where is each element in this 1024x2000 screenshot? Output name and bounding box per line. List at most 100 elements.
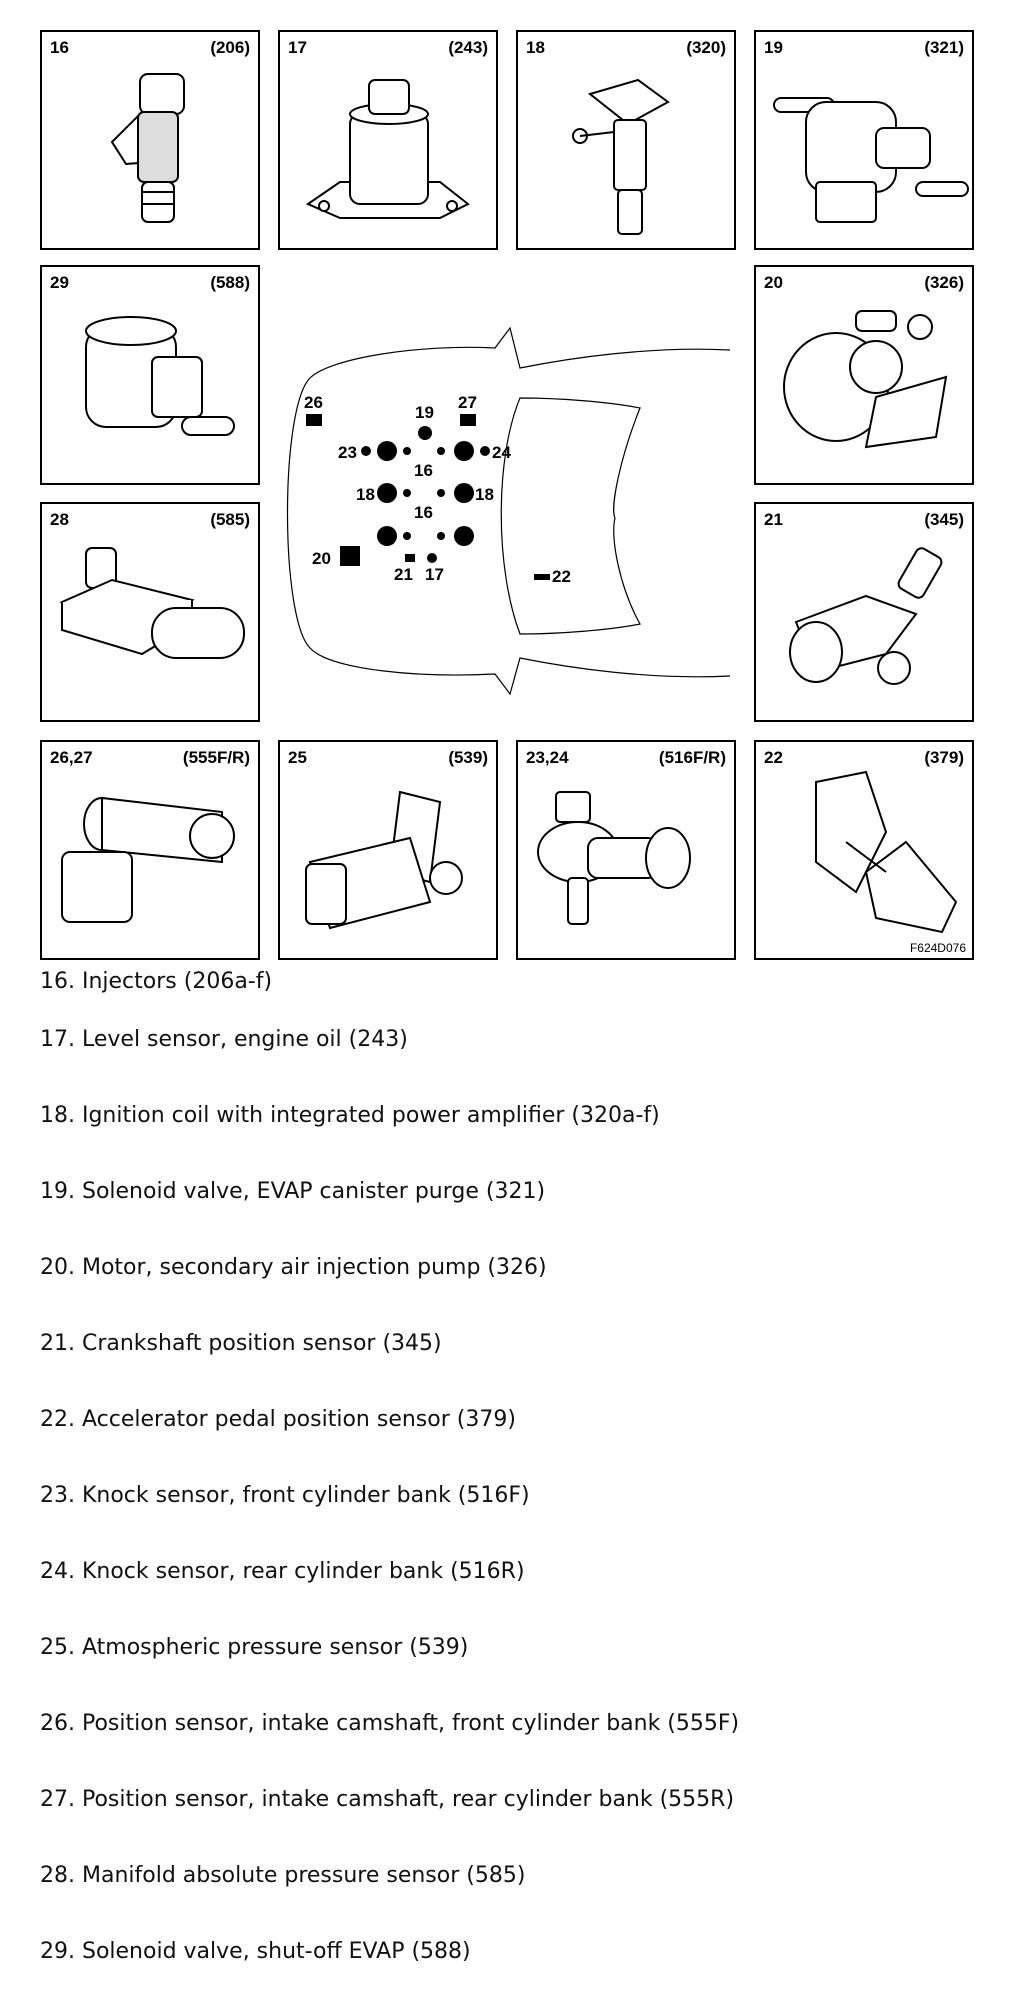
legend-item: 27. Position sensor, intake camshaft, re… <box>40 1787 735 1812</box>
component-number: 29 <box>50 273 69 292</box>
car-location-diagram: 26 19 27 23 24 16 18 18 16 20 21 17 22 <box>286 326 731 696</box>
component-number: 18 <box>526 38 545 57</box>
marker-24 <box>480 446 490 456</box>
pressure-sensor-icon <box>305 790 463 930</box>
component-code: (345) <box>924 510 964 529</box>
component-code: (320) <box>686 38 726 57</box>
windshield-outline <box>500 397 641 635</box>
purge-valve-icon <box>773 97 969 223</box>
marker-18-front <box>377 483 397 503</box>
component-number: 28 <box>50 510 69 529</box>
accelerator-pedal-icon <box>815 770 958 934</box>
component-code: (326) <box>924 273 964 292</box>
legend-item: 28. Manifold absolute pressure sensor (5… <box>40 1863 526 1888</box>
component-number: 16 <box>50 38 69 57</box>
component-code: (516F/R) <box>658 748 726 767</box>
marker-16-front-2 <box>377 526 397 546</box>
legend-item: 19. Solenoid valve, EVAP canister purge … <box>40 1179 546 1204</box>
component-code: (206) <box>210 38 250 57</box>
legend-item: 25. Atmospheric pressure sensor (539) <box>40 1635 469 1660</box>
marker-small-2 <box>437 447 445 455</box>
camshaft-sensor-icon <box>61 796 235 923</box>
component-box-22: 22 (379) F624D076 <box>754 740 974 960</box>
oil-level-sensor-icon <box>305 79 470 219</box>
component-number: 25 <box>288 748 307 767</box>
diagram-label-18-rear: 18 <box>475 485 494 504</box>
component-box-29: 29 (588) <box>40 265 260 485</box>
component-box-19: 19 (321) <box>754 30 974 250</box>
diagram-label-24: 24 <box>492 443 511 462</box>
marker-21 <box>405 554 415 562</box>
marker-small-5 <box>403 532 411 540</box>
component-number: 23,24 <box>526 748 569 767</box>
crankshaft-sensor-icon <box>789 547 943 685</box>
marker-17 <box>427 553 437 563</box>
component-code: (585) <box>210 510 250 529</box>
marker-16-rear-2 <box>454 526 474 546</box>
marker-16-rear-1 <box>454 441 474 461</box>
component-box-17: 17 (243) <box>278 30 498 250</box>
diagram-label-21: 21 <box>394 565 413 584</box>
component-box-21: 21 (345) <box>754 502 974 722</box>
component-box-25: 25 (539) <box>278 740 498 960</box>
component-number: 26,27 <box>50 748 93 767</box>
marker-23 <box>361 446 371 456</box>
diagram-label-26: 26 <box>304 393 323 412</box>
legend-item: 16. Injectors (206a-f) <box>40 969 273 994</box>
component-box-26-27: 26,27 (555F/R) <box>40 740 260 960</box>
diagram-label-17: 17 <box>425 565 444 584</box>
car-outline <box>286 326 731 696</box>
legend-item: 29. Solenoid valve, shut-off EVAP (588) <box>40 1939 471 1964</box>
legend-item: 24. Knock sensor, rear cylinder bank (51… <box>40 1559 525 1584</box>
legend-item: 17. Level sensor, engine oil (243) <box>40 1027 408 1052</box>
diagram-label-19: 19 <box>415 403 434 422</box>
component-box-16: 16 (206) <box>40 30 260 250</box>
component-code: (588) <box>210 273 250 292</box>
component-box-18: 18 (320) <box>516 30 736 250</box>
marker-20 <box>340 546 360 566</box>
diagram-label-27: 27 <box>458 393 477 412</box>
component-box-23-24: 23,24 (516F/R) <box>516 740 736 960</box>
map-sensor-icon <box>59 547 245 659</box>
component-number: 20 <box>764 273 783 292</box>
shutoff-valve-icon <box>85 316 235 436</box>
legend-item: 18. Ignition coil with integrated power … <box>40 1103 660 1128</box>
legend-item: 26. Position sensor, intake camshaft, fr… <box>40 1711 740 1736</box>
air-pump-icon <box>783 310 948 449</box>
marker-27 <box>460 414 476 426</box>
legend-item: 21. Crankshaft position sensor (345) <box>40 1331 442 1356</box>
component-number: 22 <box>764 748 783 767</box>
component-code: (555F/R) <box>182 748 250 767</box>
component-number: 17 <box>288 38 307 57</box>
diagram-label-20: 20 <box>312 549 331 568</box>
component-number: 21 <box>764 510 783 529</box>
component-number: 19 <box>764 38 783 57</box>
diagram-label-22: 22 <box>552 567 571 586</box>
marker-small-3 <box>403 489 411 497</box>
marker-18-rear <box>454 483 474 503</box>
legend-item: 20. Motor, secondary air injection pump … <box>40 1255 547 1280</box>
diagram-label-16-upper: 16 <box>414 461 433 480</box>
marker-small-6 <box>437 532 445 540</box>
marker-small-1 <box>403 447 411 455</box>
component-code: (539) <box>448 748 488 767</box>
component-code: (321) <box>924 38 964 57</box>
diagram-label-16-lower: 16 <box>414 503 433 522</box>
diagram-label-18-front: 18 <box>356 485 375 504</box>
knock-sensor-icon <box>537 791 691 925</box>
marker-26 <box>306 414 322 426</box>
injector-icon <box>110 73 185 223</box>
figure-id: F624D076 <box>909 941 966 955</box>
ignition-coil-icon <box>572 78 670 235</box>
component-box-28: 28 (585) <box>40 502 260 722</box>
marker-small-4 <box>437 489 445 497</box>
marker-19 <box>418 426 432 440</box>
component-code: (379) <box>924 748 964 767</box>
component-code: (243) <box>448 38 488 57</box>
marker-22 <box>534 574 550 580</box>
component-box-20: 20 (326) <box>754 265 974 485</box>
legend-item: 23. Knock sensor, front cylinder bank (5… <box>40 1483 530 1508</box>
legend-item: 22. Accelerator pedal position sensor (3… <box>40 1407 516 1432</box>
marker-16-front-1 <box>377 441 397 461</box>
diagram-label-23: 23 <box>338 443 357 462</box>
